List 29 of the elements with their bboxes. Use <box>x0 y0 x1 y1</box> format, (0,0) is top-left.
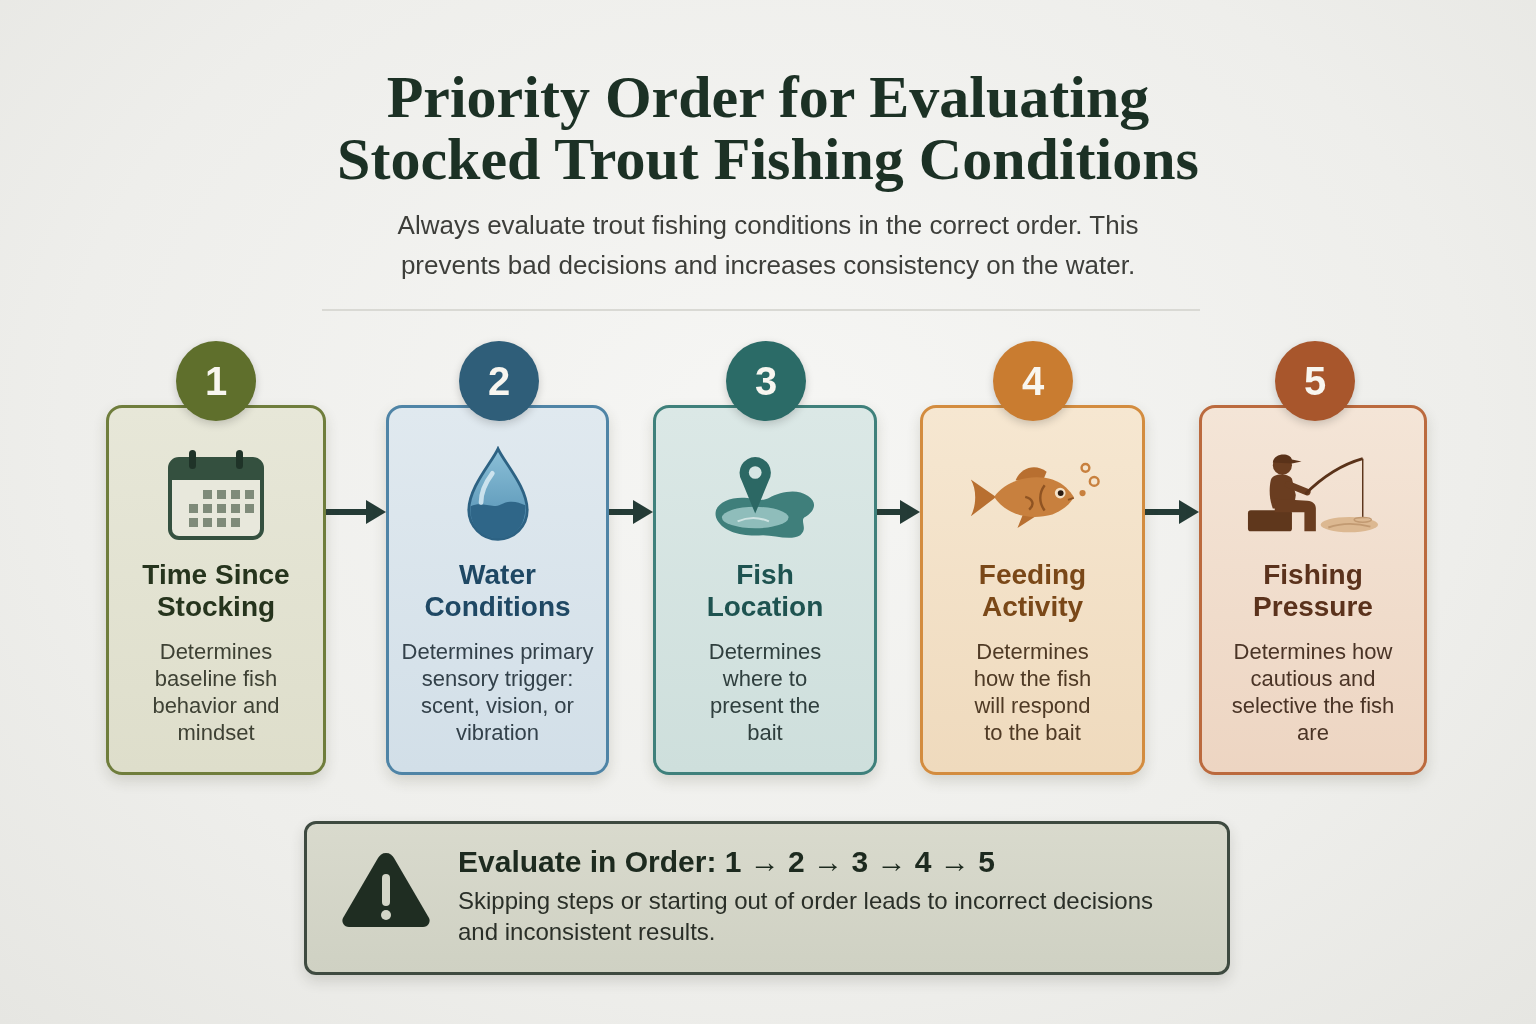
step-description: Determines how cautious and selective the fish are <box>1230 638 1396 746</box>
arrow <box>877 500 920 524</box>
arrow <box>326 500 386 524</box>
step-description: Determines primary sensory trigger: scent, vision, or vibration <box>400 638 595 746</box>
warning-panel <box>304 821 1230 975</box>
step-number-badge: 2 <box>459 341 539 421</box>
step-card <box>653 405 877 775</box>
step-title: Time Since Stocking <box>141 559 291 623</box>
step-number-badge: 3 <box>726 341 806 421</box>
warning-heading: Evaluate in Order: 1 → 2 → 3 → 4 → 5 <box>458 844 995 880</box>
title: Priority Order for Evaluating Stocked Trout Fishing Conditions <box>336 66 1200 194</box>
step-title: Feeding Activity <box>977 559 1088 623</box>
step-title: Fishing Pressure <box>1252 559 1374 623</box>
step-description: Determines how the fish will respond to the bait <box>972 638 1093 746</box>
step-title: Fish Location <box>705 559 825 623</box>
step-number-badge: 5 <box>1275 341 1355 421</box>
step-card <box>106 405 326 775</box>
step-description: Determines baseline fish behavior and mindset <box>151 638 281 746</box>
step-number-badge: 4 <box>993 341 1073 421</box>
arrow <box>1145 500 1199 524</box>
subtitle: Always evaluate trout fishing conditions in the correct order. This prevents bad decisions and increases consistency on the water. <box>396 209 1140 282</box>
warning-text: Skipping steps or starting out of order leads to incorrect decisions and inconsistent results. <box>458 886 1155 947</box>
step-card <box>386 405 609 775</box>
step-card <box>1199 405 1427 775</box>
step-number-badge: 1 <box>176 341 256 421</box>
step-card <box>920 405 1145 775</box>
step-description: Determines where to present the bait <box>707 638 823 746</box>
arrow <box>609 500 653 524</box>
step-title: Water Conditions <box>423 559 572 623</box>
